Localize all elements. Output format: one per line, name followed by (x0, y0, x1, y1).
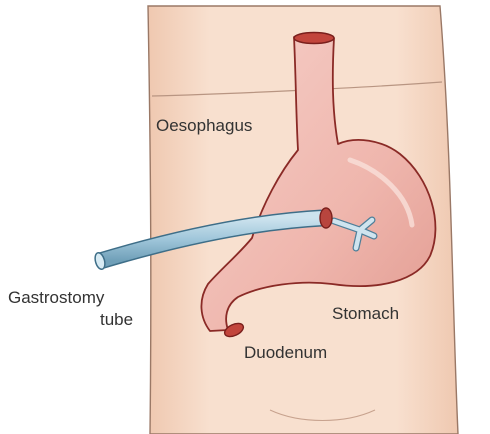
label-oesophagus: Oesophagus (156, 116, 252, 136)
label-duodenum: Duodenum (244, 343, 327, 363)
stoma-site (320, 208, 332, 228)
oesophagus-opening (294, 33, 334, 44)
label-gastrostomy-line1: Gastrostomy (8, 288, 104, 308)
label-gastrostomy-line2: tube (100, 310, 133, 330)
label-stomach: Stomach (332, 304, 399, 324)
